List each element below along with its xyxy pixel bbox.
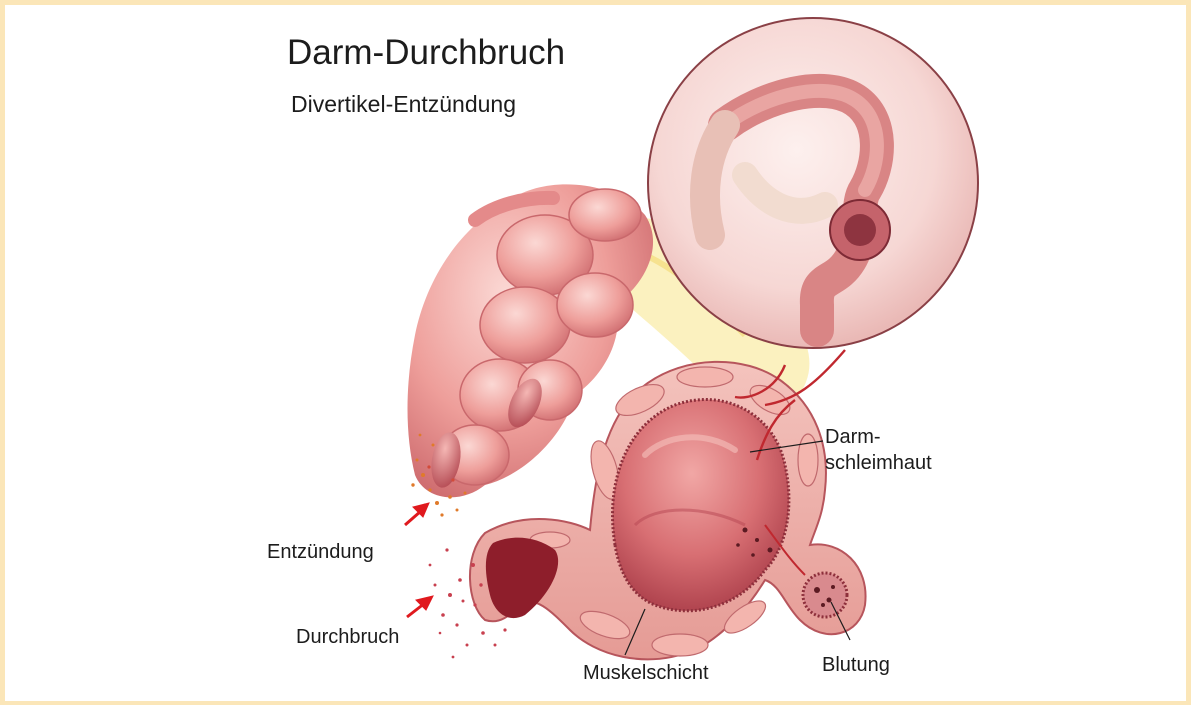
bleeding-diverticulum — [803, 573, 847, 617]
label-entzuendung: Entzündung — [267, 540, 374, 564]
page-subtitle: Divertikel-Entzündung — [291, 91, 516, 118]
label-darmschleimhaut-line1: Darm- — [825, 425, 881, 449]
anatomy-illustration — [5, 5, 1191, 705]
label-durchbruch: Durchbruch — [296, 625, 399, 649]
arrow-durchbruch — [407, 596, 433, 617]
arrow-entzuendung — [405, 503, 429, 525]
label-muskelschicht: Muskelschicht — [583, 661, 709, 685]
label-blutung: Blutung — [822, 653, 890, 677]
inset-colon-overview — [648, 18, 978, 348]
page-title: Darm-Durchbruch — [287, 33, 565, 73]
label-darmschleimhaut-line2: schleimhaut — [825, 451, 932, 475]
